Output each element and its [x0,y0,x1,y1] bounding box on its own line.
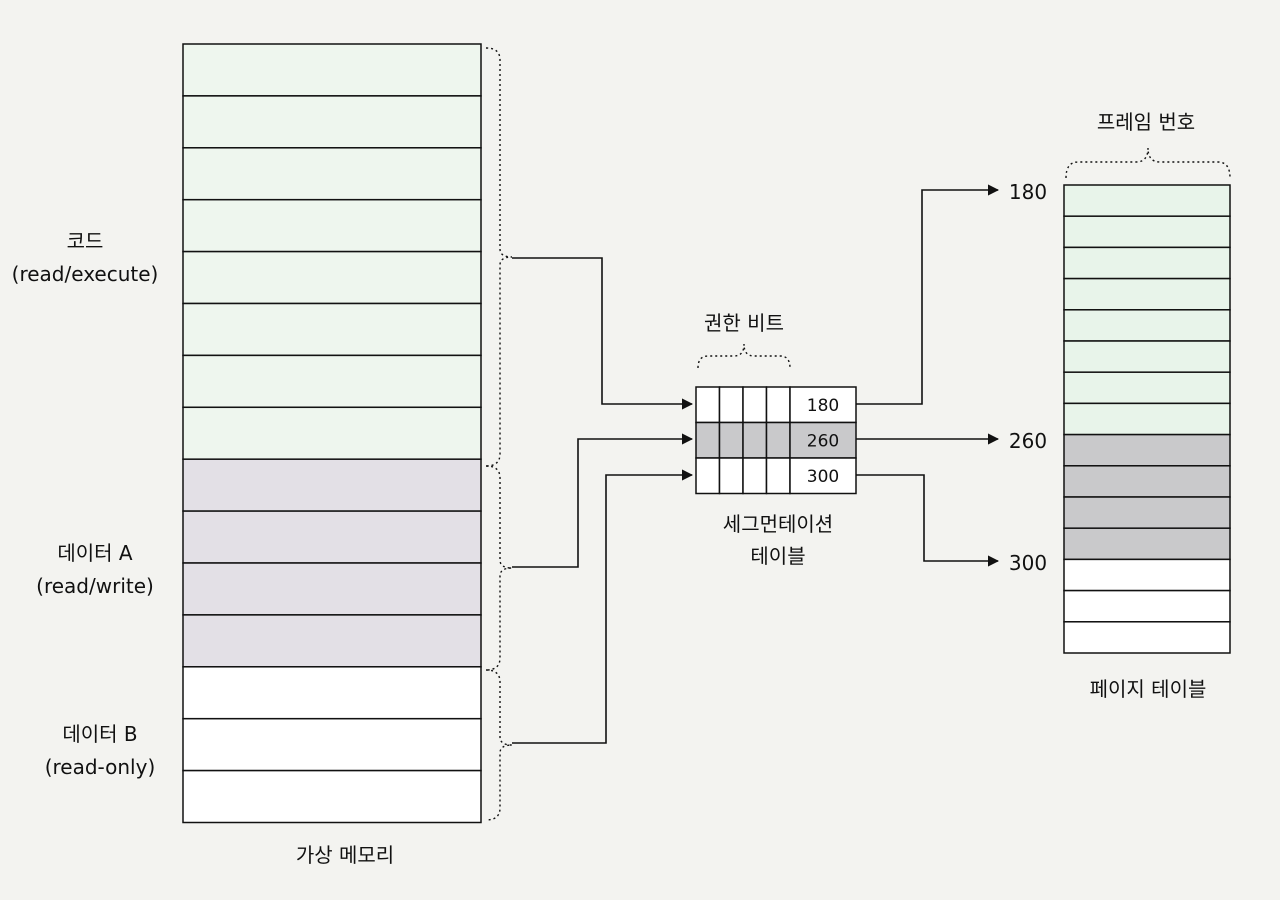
permission-bit-cell [718,386,744,424]
virtual-page-row [182,95,482,149]
page-table-row [1063,496,1231,529]
permission-bits-label: 권한 비트 [704,311,784,335]
page-table-row [1063,371,1231,405]
segment-code-perm: (read/execute) [12,262,159,286]
segment-base-value: 300 [807,467,839,487]
segment-base-value: 260 [807,431,839,451]
segment-brace [485,669,513,821]
segment-brace [485,465,513,671]
virtual-page-row [182,562,482,616]
page-table-row [1063,558,1231,592]
permission-bit-cell [742,386,768,424]
permission-bit-cell [718,421,744,459]
page-table-row [1063,621,1231,654]
virtual-page-row [182,198,482,253]
page-table-label: 페이지 테이블 [1090,677,1207,701]
virtual-page-row [182,406,482,460]
frame-number-label: 프레임 번호 [1097,110,1195,134]
segment-brace [485,47,513,467]
segmentation-table-title-1: 세그먼테이션 [723,512,833,536]
segment-connectors [512,257,694,744]
virtual-memory-column [182,43,482,824]
virtual-page-row [182,510,482,564]
permission-bit-cell [695,421,721,459]
pointer-label-180: 180 [1009,180,1047,204]
pointer-label-260: 260 [1009,429,1047,453]
virtual-memory-label: 가상 메모리 [296,843,394,867]
segment-base-cell [789,386,857,424]
page-table-row [1063,215,1231,249]
permission-bit-cell [742,457,768,495]
permission-bit-cell [765,457,791,495]
segment-data-a-name: 데이터 A [57,541,133,565]
virtual-page-row [182,43,482,97]
segmentation-table-title-2: 테이블 [750,544,805,568]
segment-base-cell [789,421,857,459]
page-table-row [1063,184,1231,217]
segment-base-value: 180 [807,396,839,416]
permission-bit-cell [765,421,791,459]
virtual-page-row [182,354,482,409]
page-table-row [1063,589,1231,623]
page-table-row [1063,246,1231,280]
arrow-to-180 [856,184,1000,405]
virtual-page-row [182,250,482,305]
page-table-row [1063,402,1231,436]
permission-bit-cell [718,457,744,495]
page-table-row [1063,527,1231,561]
frame-pointer-arrows [856,184,1000,567]
virtual-page-row [182,717,482,772]
page-table-row [1063,309,1231,342]
data-a-to-seg-arrow [512,433,694,568]
page-table-row [1063,465,1231,498]
segmentation-table: 180 260 300 [695,386,857,495]
virtual-page-row [182,147,482,201]
segment-data-a-perm: (read/write) [36,574,154,598]
permission-bit-cell [765,386,791,424]
segment-braces [485,47,513,821]
page-table-row [1063,340,1231,373]
virtual-page-row [182,302,482,357]
permission-bit-cell [695,457,721,495]
arrow-to-300 [856,474,1000,567]
data-b-to-seg-arrow [512,469,694,744]
pointer-label-300: 300 [1009,551,1047,575]
code-to-seg-arrow [512,257,694,410]
page-table-row [1063,277,1231,311]
permission-bit-cell [742,421,768,459]
virtual-page-row [182,458,482,512]
permission-bits-brace [697,343,791,369]
page-table-row [1063,433,1231,467]
segment-data-b-perm: (read-only) [45,755,156,779]
virtual-page-row [182,769,482,824]
segment-data-b-name: 데이터 B [62,722,137,746]
segment-base-cell [789,457,857,495]
virtual-page-row [182,614,482,668]
permission-bit-cell [695,386,721,424]
segment-code-name: 코드 [67,229,104,253]
frame-number-brace [1065,147,1231,179]
virtual-page-row [182,666,482,720]
page-table [1063,184,1231,654]
